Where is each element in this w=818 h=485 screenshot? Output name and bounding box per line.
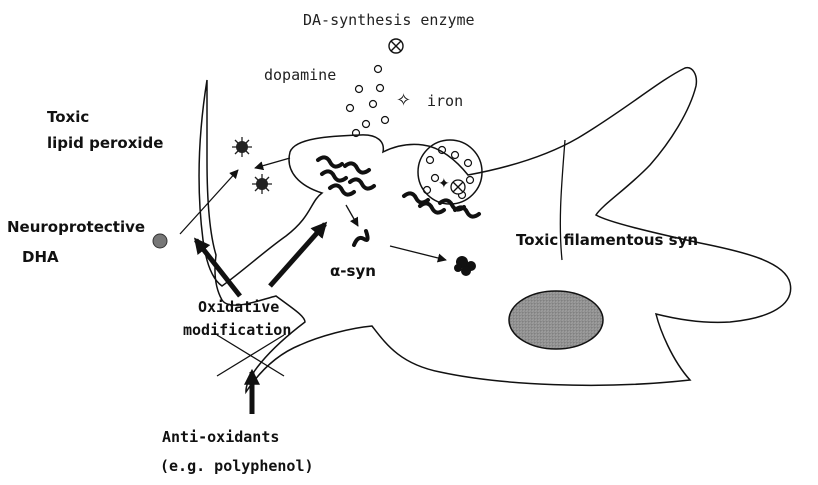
vesicle-iron-icon: ✦ xyxy=(438,176,450,192)
label-modification: modification xyxy=(183,321,291,339)
alpha-syn-cluster-membrane xyxy=(318,157,374,194)
iron-icon: ✧ xyxy=(396,90,411,111)
label-dha: DHA xyxy=(22,248,59,266)
arrow-to-peroxide-left xyxy=(255,158,290,168)
label-lipid-peroxide: lipid peroxide xyxy=(47,134,163,152)
label-dopamine: dopamine xyxy=(264,66,336,84)
arrow-dha-to-peroxide xyxy=(180,170,238,234)
label-toxic: Toxic xyxy=(47,108,89,126)
lipid-peroxide-icon xyxy=(232,137,252,157)
label-alpha-syn: α-syn xyxy=(330,262,376,280)
syn-aggregate xyxy=(454,256,476,276)
alpha-syn-monomer xyxy=(354,231,368,245)
label-iron: iron xyxy=(427,92,463,110)
label-polyphenol: (e.g. polyphenol) xyxy=(160,457,314,475)
da-enzyme-icon xyxy=(389,39,403,53)
label-anti-oxidants: Anti-oxidants xyxy=(162,428,279,446)
vesicle-enzyme-icon xyxy=(451,180,465,194)
nucleus xyxy=(509,291,603,349)
arrow-oxidative-to-syn xyxy=(270,224,325,286)
arrow-oxidative-to-lipid xyxy=(196,240,240,296)
label-toxic-filamentous: Toxic filamentous syn xyxy=(516,231,698,249)
dopamine-dots xyxy=(347,66,389,137)
lipid-peroxide-icon-2 xyxy=(252,174,272,194)
label-oxidative: Oxidative xyxy=(198,298,279,316)
synaptic-vesicle xyxy=(418,140,482,204)
arrow-syn-down xyxy=(346,205,358,226)
label-neuroprotective: Neuroprotective xyxy=(7,218,145,236)
label-da-enzyme: DA-synthesis enzyme xyxy=(303,11,475,29)
alpha-syn-cluster-vesicle xyxy=(404,193,479,216)
arrow-syn-to-aggregate xyxy=(390,246,446,260)
dha-droplet xyxy=(153,234,167,248)
neuron-outline xyxy=(199,68,791,392)
